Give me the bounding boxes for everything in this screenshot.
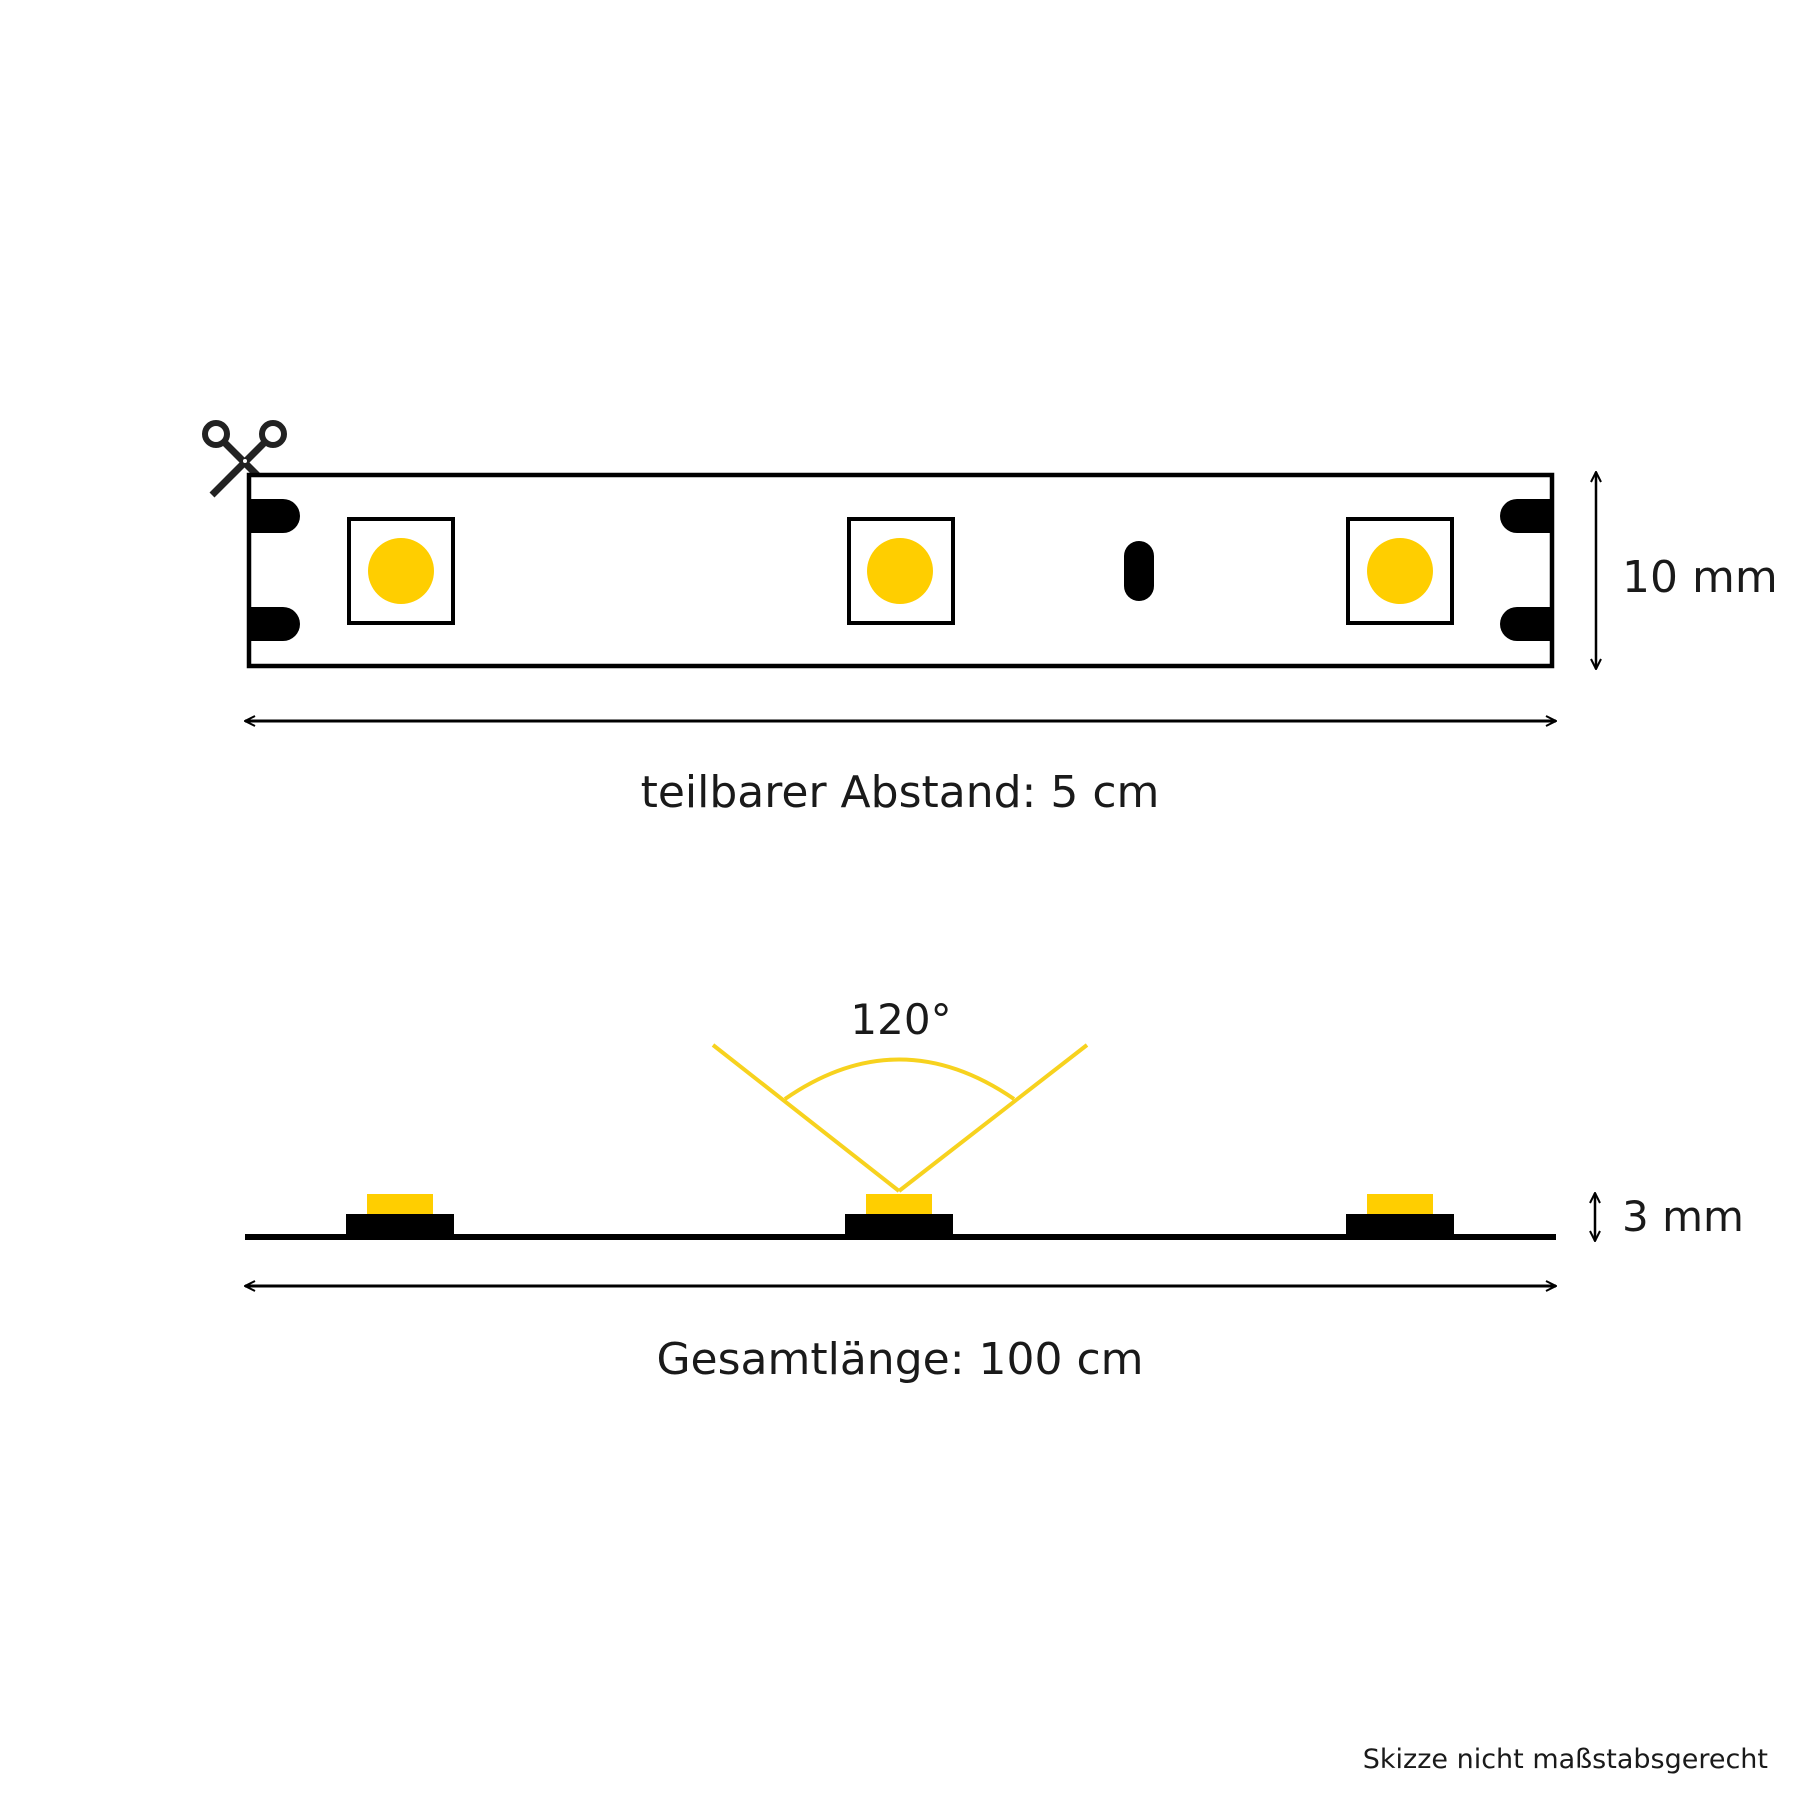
scale-disclaimer: Skizze nicht maßstabsgerecht <box>1363 1744 1768 1775</box>
side-view: 120° 3 mm Gesamtlänge: 100 cm <box>245 995 1744 1385</box>
led-light <box>867 538 933 604</box>
width-label: 10 mm <box>1622 552 1778 603</box>
led-side <box>1346 1194 1454 1236</box>
beam-angle-icon <box>711 1043 1089 1193</box>
solder-pad-left-bottom <box>249 607 300 641</box>
led-side <box>346 1194 454 1236</box>
led-light <box>368 538 434 604</box>
resistor <box>1124 541 1154 601</box>
solder-pad-left-top <box>249 499 300 533</box>
led-side <box>845 1194 953 1236</box>
cut-distance-label: teilbarer Abstand: 5 cm <box>641 767 1160 818</box>
solder-pad-right-bottom <box>1500 607 1552 641</box>
led-chip <box>347 517 455 625</box>
led-light <box>1367 538 1433 604</box>
led-chip <box>847 517 955 625</box>
led-chip <box>1346 517 1454 625</box>
solder-pad-right-top <box>1500 499 1552 533</box>
beam-angle-label: 120° <box>850 995 951 1044</box>
strip-side-base <box>245 1234 1556 1240</box>
total-length-label: Gesamtlänge: 100 cm <box>656 1334 1143 1385</box>
top-view: 10 mm teilbarer Abstand: 5 cm <box>202 420 1778 818</box>
height-label: 3 mm <box>1622 1192 1744 1241</box>
